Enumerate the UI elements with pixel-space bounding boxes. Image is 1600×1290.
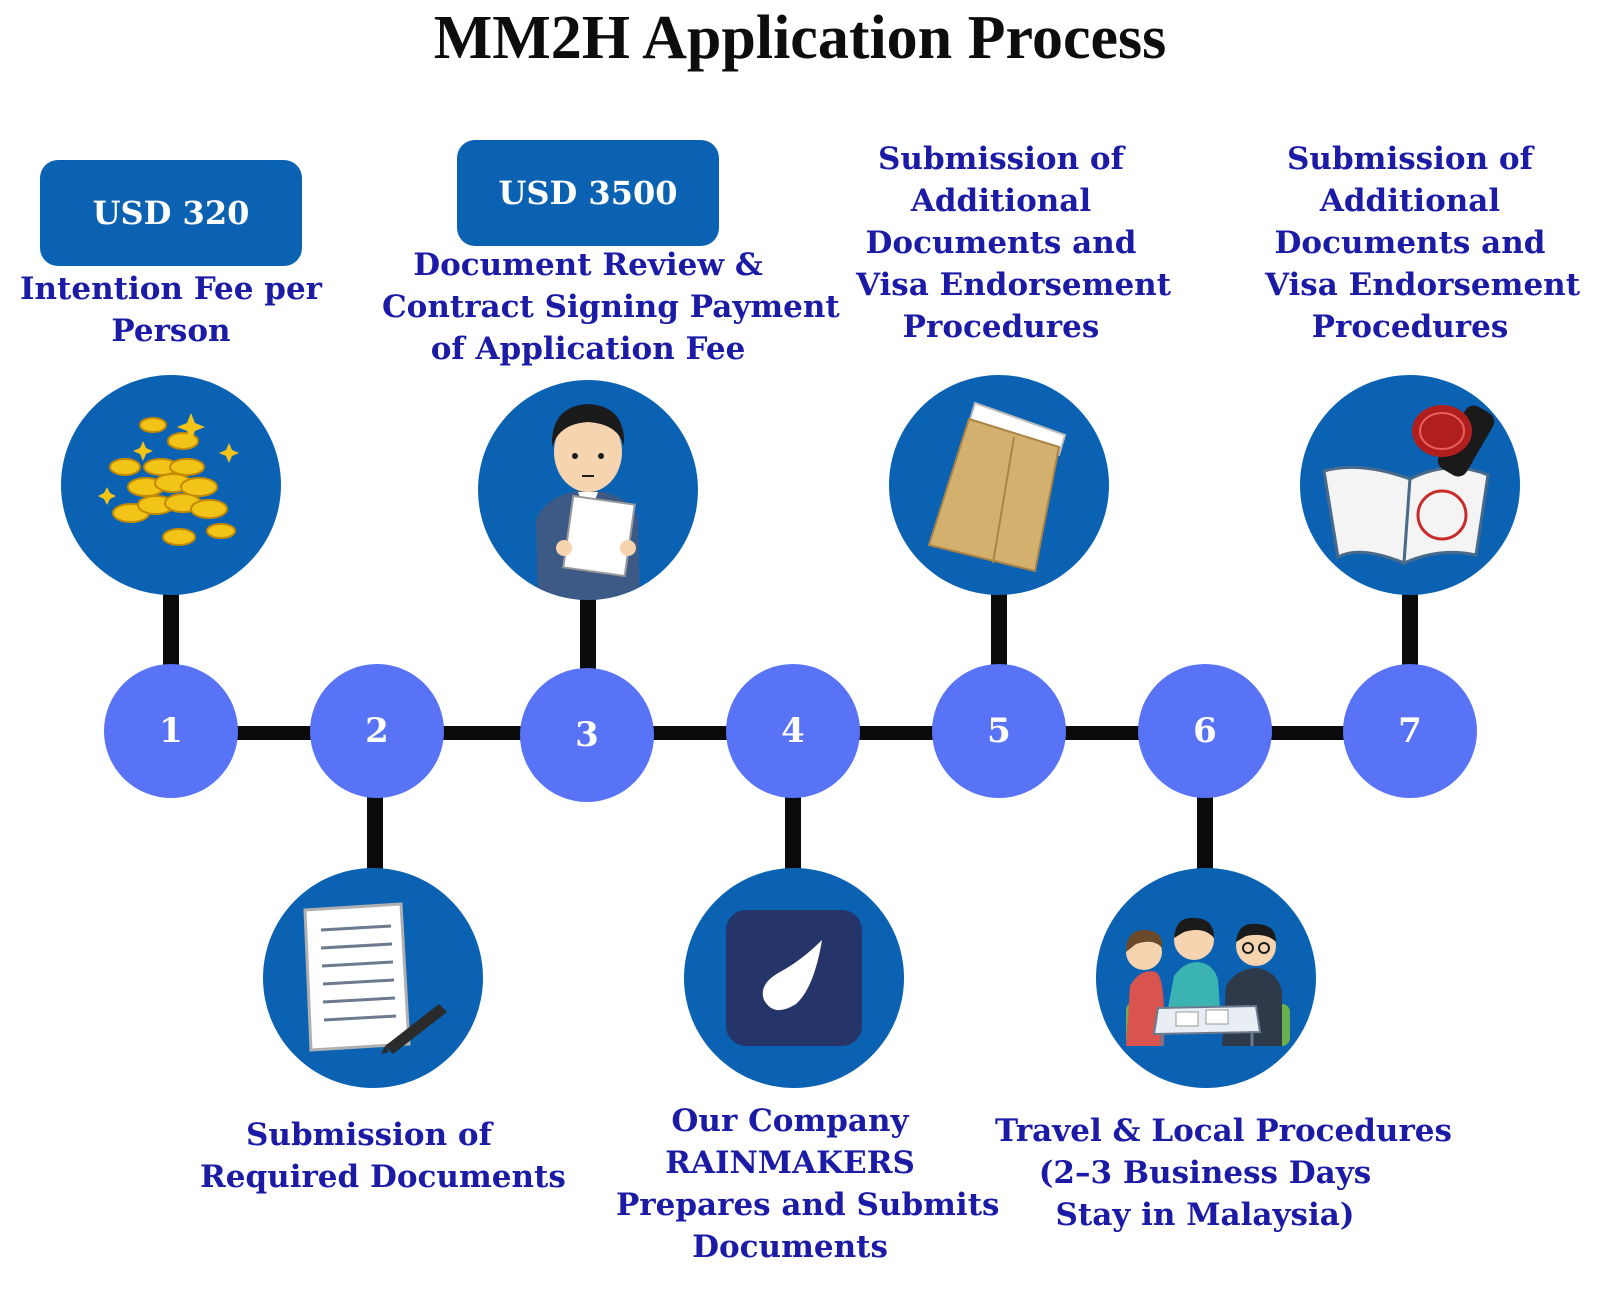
step-4-icon-circle [684, 868, 904, 1088]
step-7-label: Submission of Additional Documents and V… [1265, 138, 1581, 348]
step-number: 6 [1193, 711, 1217, 751]
label-line: Procedures [1311, 309, 1509, 345]
fee-box-step-1: USD 320 [40, 160, 302, 266]
label-line: Documents and [865, 225, 1137, 261]
step-number: 4 [781, 711, 805, 751]
label-line: Documents [692, 1229, 888, 1265]
label-line: of Application Fee [430, 331, 746, 367]
document-pen-icon [303, 902, 447, 1054]
step-3-icon-circle [478, 380, 698, 600]
step-7-circle: 7 [1343, 664, 1477, 798]
connector-step-3 [580, 590, 596, 682]
step-6-label: Travel & Local Procedures (2–3 Business … [995, 1110, 1452, 1236]
label-line: Prepares and Submits [616, 1187, 1000, 1223]
step-2-label: Submission of Required Documents [200, 1114, 566, 1198]
label-line: Travel & Local Procedures [995, 1113, 1452, 1149]
fee-amount: USD 3500 [498, 174, 678, 212]
businessman-reading-icon [536, 404, 640, 600]
passport-stamp-icon [1322, 405, 1495, 566]
step-1-icon-circle [61, 375, 281, 595]
envelope-icon [927, 401, 1067, 573]
gold-coins-icon [98, 413, 239, 546]
step-6-icon-circle [1096, 868, 1316, 1088]
label-line: RAINMAKERS [665, 1145, 915, 1181]
label-line: Contract Signing Payment [382, 289, 840, 325]
label-line: Required Documents [200, 1159, 566, 1195]
label-line: Visa Endorsement [1265, 267, 1581, 303]
label-line: Submission of [878, 141, 1124, 177]
step-5-label: Submission of Additional Documents and V… [856, 138, 1172, 348]
step-2-icon-circle [263, 868, 483, 1088]
connector-step-4 [785, 790, 801, 880]
label-line: Document Review & [413, 247, 763, 283]
label-line: Stay in Malaysia) [1055, 1197, 1355, 1233]
label-line: Additional [910, 183, 1092, 219]
step-2-circle: 2 [310, 664, 444, 798]
connector-step-2 [367, 790, 383, 880]
label-line: Submission of [1287, 141, 1533, 177]
label-line: Documents and [1274, 225, 1546, 261]
step-number: 5 [987, 711, 1011, 751]
label-line: Visa Endorsement [856, 267, 1172, 303]
step-number: 7 [1398, 711, 1422, 751]
step-1-label: Intention Fee per Person [20, 268, 322, 352]
step-4-circle: 4 [726, 664, 860, 798]
label-line: Person [111, 313, 231, 349]
step-6-circle: 6 [1138, 664, 1272, 798]
step-1-circle: 1 [104, 664, 238, 798]
step-5-circle: 5 [932, 664, 1066, 798]
meeting-people-icon [1126, 917, 1290, 1046]
label-line: Additional [1319, 183, 1501, 219]
label-line: Submission of [246, 1117, 492, 1153]
step-4-label: Our Company RAINMAKERS Prepares and Subm… [616, 1100, 1000, 1268]
connector-step-1 [163, 586, 179, 686]
connector-step-6 [1197, 790, 1213, 880]
step-number: 2 [365, 711, 389, 751]
label-line: Our Company [671, 1103, 909, 1139]
label-line: (2–3 Business Days [1038, 1155, 1372, 1191]
page-title: MM2H Application Process [433, 4, 1167, 72]
step-5-icon-circle [889, 375, 1109, 595]
connector-step-7 [1402, 586, 1418, 686]
step-3-circle: 3 [520, 668, 654, 802]
fee-box-step-3: USD 3500 [457, 140, 719, 246]
company-logo-icon [726, 910, 862, 1046]
fee-amount: USD 320 [92, 194, 250, 232]
step-number: 3 [575, 715, 599, 755]
label-line: Intention Fee per [20, 271, 323, 307]
connector-step-5 [991, 586, 1007, 686]
label-line: Procedures [902, 309, 1100, 345]
step-7-icon-circle [1300, 375, 1520, 595]
step-3-label: Document Review & Contract Signing Payme… [382, 244, 840, 370]
step-number: 1 [159, 711, 183, 751]
